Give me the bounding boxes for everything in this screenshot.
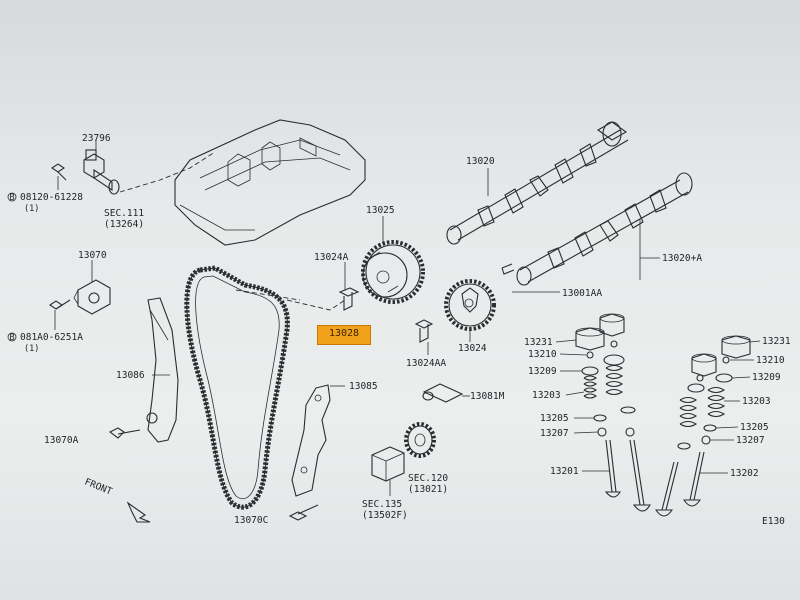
label-front: FRONT — [83, 477, 114, 498]
label-23796: 23796 — [82, 133, 111, 144]
bolt-13024AA[interactable] — [414, 319, 434, 343]
cam-sensor-23796[interactable] — [83, 149, 120, 195]
label-left-13205: 13205 — [540, 413, 569, 424]
bolt-081A0-6251A[interactable] — [49, 299, 71, 310]
label-13024: 13024 — [458, 343, 487, 354]
slack-guide-13086[interactable] — [146, 297, 179, 443]
label-right-13203: 13203 — [742, 396, 771, 407]
label-13024AA: 13024AA — [406, 358, 446, 369]
label-13001AA: 13001AA — [562, 288, 602, 299]
chain-tensioner-13070[interactable] — [73, 279, 111, 315]
camshaft-13020A[interactable] — [516, 172, 693, 286]
valve-cover-sec111[interactable] — [174, 119, 366, 246]
label-13201: 13201 — [550, 466, 579, 477]
label-left-13203: 13203 — [532, 390, 561, 401]
label-right-13210: 13210 — [756, 355, 785, 366]
highlighted-part-label: 13028 — [328, 328, 360, 339]
label-13070A: 13070A — [44, 435, 79, 446]
label-left-13210: 13210 — [528, 349, 557, 360]
bolt-13070C[interactable] — [288, 504, 319, 521]
label-bolt-081A0: 081A0-6251A — [20, 332, 83, 343]
label-13020: 13020 — [466, 156, 495, 167]
highlighted-part-13028[interactable]: 13028 — [317, 325, 371, 345]
label-13085: 13085 — [349, 381, 378, 392]
label-bolt-08120-qty: (1) — [24, 204, 39, 214]
label-left-13209: 13209 — [528, 366, 557, 377]
label-13081M: 13081M — [470, 391, 505, 402]
label-right-13209: 13209 — [752, 372, 781, 383]
label-right-13231: 13231 — [762, 336, 791, 347]
label-13020A: 13020+A — [662, 253, 702, 264]
front-arrow-icon — [126, 501, 151, 523]
valve-assembly-left[interactable] — [575, 313, 651, 512]
timing-chain-13028[interactable] — [184, 265, 290, 510]
circle-b-glyph-2: B — [10, 333, 15, 343]
valve-assembly-right[interactable] — [654, 335, 751, 517]
cam-sprocket-13025[interactable] — [361, 240, 425, 304]
label-13025: 13025 — [366, 205, 395, 216]
camshaft-13020[interactable] — [446, 121, 629, 245]
chain-guide-13085[interactable] — [291, 384, 331, 497]
label-sec120: SEC.120 — [408, 473, 448, 484]
label-right-13207: 13207 — [736, 435, 765, 446]
label-sec120-sub: (13021) — [408, 484, 448, 495]
bolt-13024A[interactable] — [338, 287, 360, 311]
label-bolt-08120: 08120-61228 — [20, 192, 83, 203]
crank-sprocket-sec120[interactable] — [404, 422, 436, 458]
circle-b-glyph: B — [10, 193, 15, 203]
bolt-08120-61228[interactable] — [51, 163, 67, 181]
circle-b-icon-2 — [7, 332, 17, 342]
bolt-13070A[interactable] — [108, 427, 141, 439]
label-sec111-sub: (13264) — [104, 219, 144, 230]
label-13024A: 13024A — [314, 252, 349, 263]
label-sec135-sub: (13502F) — [362, 510, 408, 521]
label-left-13207: 13207 — [540, 428, 569, 439]
label-13070: 13070 — [78, 250, 107, 261]
label-13086: 13086 — [116, 370, 145, 381]
label-right-13205: 13205 — [740, 422, 769, 433]
pin-13081M[interactable] — [422, 383, 464, 403]
label-13202: 13202 — [730, 468, 759, 479]
label-sec135: SEC.135 — [362, 499, 402, 510]
oil-pump-sprocket-sec135[interactable] — [371, 446, 405, 482]
circle-b-icon — [7, 192, 17, 202]
label-13070C: 13070C — [234, 515, 268, 526]
dowel-pin-13001AA[interactable] — [501, 263, 515, 275]
label-bolt-081A0-qty: (1) — [24, 344, 39, 354]
cam-sprocket-13024[interactable] — [444, 279, 496, 331]
diagram-code: E130 — [762, 516, 785, 527]
label-sec111: SEC.111 — [104, 208, 144, 219]
label-left-13231: 13231 — [524, 337, 553, 348]
